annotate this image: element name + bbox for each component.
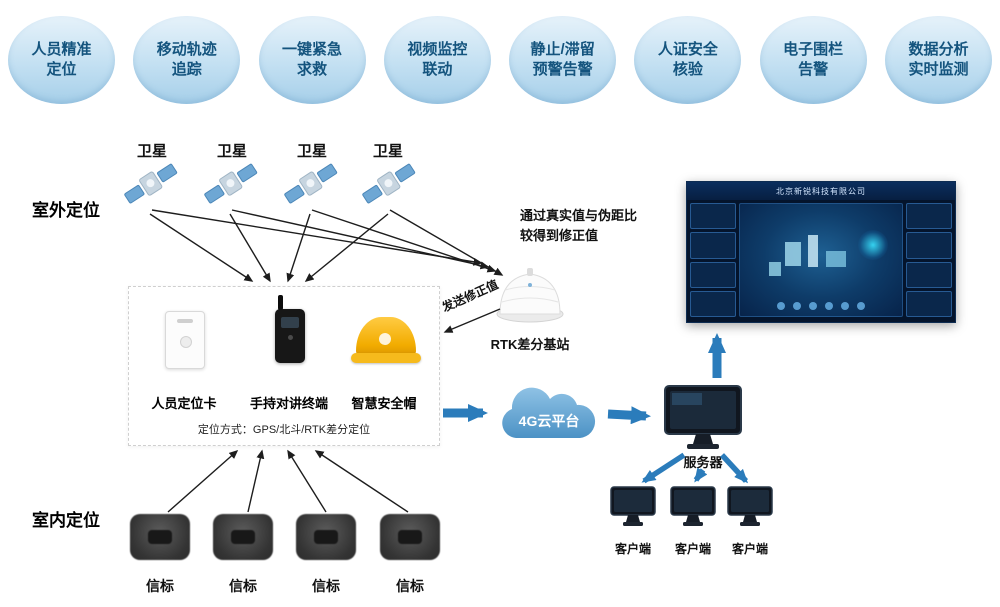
rtk-correction-note: 通过真实值与伪距比 较得到修正值 bbox=[520, 208, 638, 244]
indoor-section-label: 室内定位 bbox=[32, 511, 100, 530]
client-monitor-glyph bbox=[670, 486, 716, 526]
dashboard-panel bbox=[906, 261, 952, 288]
beacon-label: 信标 bbox=[396, 578, 424, 594]
dashboard-panel bbox=[690, 203, 736, 230]
beacon-icon bbox=[296, 514, 356, 560]
server-label: 服务器 bbox=[683, 455, 723, 470]
cloud-icon bbox=[502, 387, 596, 438]
satellite-icon bbox=[122, 158, 180, 210]
dashboard-3d-map bbox=[739, 203, 903, 317]
device-label-helmet: 智慧安全帽 bbox=[351, 396, 417, 411]
device-label-radio: 手持对讲终端 bbox=[249, 396, 328, 411]
dashboard-panel bbox=[690, 232, 736, 259]
dashboard-right-column bbox=[903, 200, 955, 320]
rtk-base-station-icon bbox=[492, 262, 568, 326]
server-monitor-glyph bbox=[664, 385, 742, 449]
client-label: 客户端 bbox=[614, 542, 651, 556]
radio-antenna bbox=[278, 295, 283, 310]
client-label: 客户端 bbox=[674, 542, 711, 556]
dashboard-panel bbox=[906, 203, 952, 230]
beacon-slot bbox=[314, 530, 338, 544]
rtk-dome-glyph bbox=[496, 268, 564, 323]
card-logo-dot bbox=[180, 336, 192, 348]
satellite-glyph bbox=[124, 163, 178, 204]
helmet-logo bbox=[379, 333, 391, 345]
satellite-label: 卫星 bbox=[216, 143, 247, 160]
dashboard-building bbox=[808, 235, 819, 268]
feature-badge: 人员精准 定位 bbox=[8, 16, 115, 104]
dashboard-header: 北京新锐科技有限公司 bbox=[687, 182, 955, 200]
beacon-icon bbox=[130, 514, 190, 560]
radio-screen bbox=[281, 317, 299, 328]
beacon-icon bbox=[213, 514, 273, 560]
positioning-card-icon bbox=[165, 311, 205, 369]
beacon-slot bbox=[148, 530, 172, 544]
radio-button bbox=[288, 335, 293, 340]
satellite-icon bbox=[202, 158, 260, 210]
satellite-glyph bbox=[204, 163, 258, 204]
dashboard-panel bbox=[906, 232, 952, 259]
dashboard-panel bbox=[690, 290, 736, 317]
dashboard-body bbox=[687, 200, 955, 320]
dashboard-panel bbox=[906, 290, 952, 317]
cloud-4g-platform: 4G云平台 bbox=[492, 380, 606, 446]
satellite-icon bbox=[282, 158, 340, 210]
feature-badge: 视频监控 联动 bbox=[383, 16, 491, 104]
client-monitor-glyph bbox=[727, 486, 773, 526]
cloud-label: 4G云平台 bbox=[518, 413, 580, 429]
beacon-icon bbox=[380, 514, 440, 560]
satellite-glyph bbox=[284, 163, 338, 204]
card-speaker-slot bbox=[177, 319, 193, 323]
satellite-label: 卫星 bbox=[372, 143, 403, 160]
dashboard-glow bbox=[858, 230, 888, 260]
satellite-icon bbox=[360, 158, 418, 210]
satellite-glyph bbox=[362, 163, 416, 204]
beacon-label: 信标 bbox=[312, 578, 340, 594]
feature-badges-row: 人员精准 定位 移动轨迹 追踪 一键紧急 求救 视频监控 联动 静止/滞留 预警… bbox=[0, 16, 1000, 104]
client-icon bbox=[727, 486, 773, 528]
feature-badge: 电子围栏 告警 bbox=[759, 16, 867, 104]
dashboard-icon-strip bbox=[748, 302, 894, 312]
client-icon bbox=[670, 486, 716, 528]
device-label-card: 人员定位卡 bbox=[151, 396, 217, 411]
terminal-device-box: 人员定位卡 手持对讲终端 智慧安全帽 定位方式：GPS/北斗/RTK差分定位 bbox=[128, 286, 440, 446]
feature-badge: 数据分析 实时监测 bbox=[884, 16, 992, 104]
dashboard-screenshot: 北京新锐科技有限公司 bbox=[686, 181, 956, 323]
feature-badge: 移动轨迹 追踪 bbox=[133, 16, 241, 104]
dashboard-panel bbox=[690, 261, 736, 288]
helmet-brim bbox=[351, 353, 421, 363]
feature-badge: 静止/滞留 预警告警 bbox=[509, 16, 617, 104]
dashboard-building bbox=[825, 251, 846, 268]
satellite-label: 卫星 bbox=[296, 143, 327, 160]
client-icon bbox=[610, 486, 656, 528]
beacon-label: 信标 bbox=[146, 578, 174, 594]
handheld-radio-icon bbox=[275, 295, 305, 363]
outdoor-section-label: 室外定位 bbox=[32, 201, 100, 220]
satellite-label: 卫星 bbox=[136, 143, 167, 160]
positioning-methods-caption: 定位方式：GPS/北斗/RTK差分定位 bbox=[197, 424, 371, 436]
server-icon bbox=[663, 384, 743, 452]
smart-helmet-icon bbox=[351, 317, 421, 367]
rtk-base-station-label: RTK差分基站 bbox=[490, 337, 570, 352]
client-label: 客户端 bbox=[731, 542, 768, 556]
dashboard-left-column bbox=[687, 200, 739, 320]
beacon-slot bbox=[398, 530, 422, 544]
dashboard-building bbox=[785, 242, 802, 267]
dashboard-title: 北京新锐科技有限公司 bbox=[776, 186, 866, 196]
beacon-label: 信标 bbox=[229, 578, 257, 594]
feature-badge: 人证安全 核验 bbox=[634, 16, 742, 104]
dashboard-building bbox=[769, 262, 782, 277]
feature-badge: 一键紧急 求救 bbox=[258, 16, 366, 104]
client-monitor-glyph bbox=[610, 486, 656, 526]
beacon-slot bbox=[231, 530, 255, 544]
